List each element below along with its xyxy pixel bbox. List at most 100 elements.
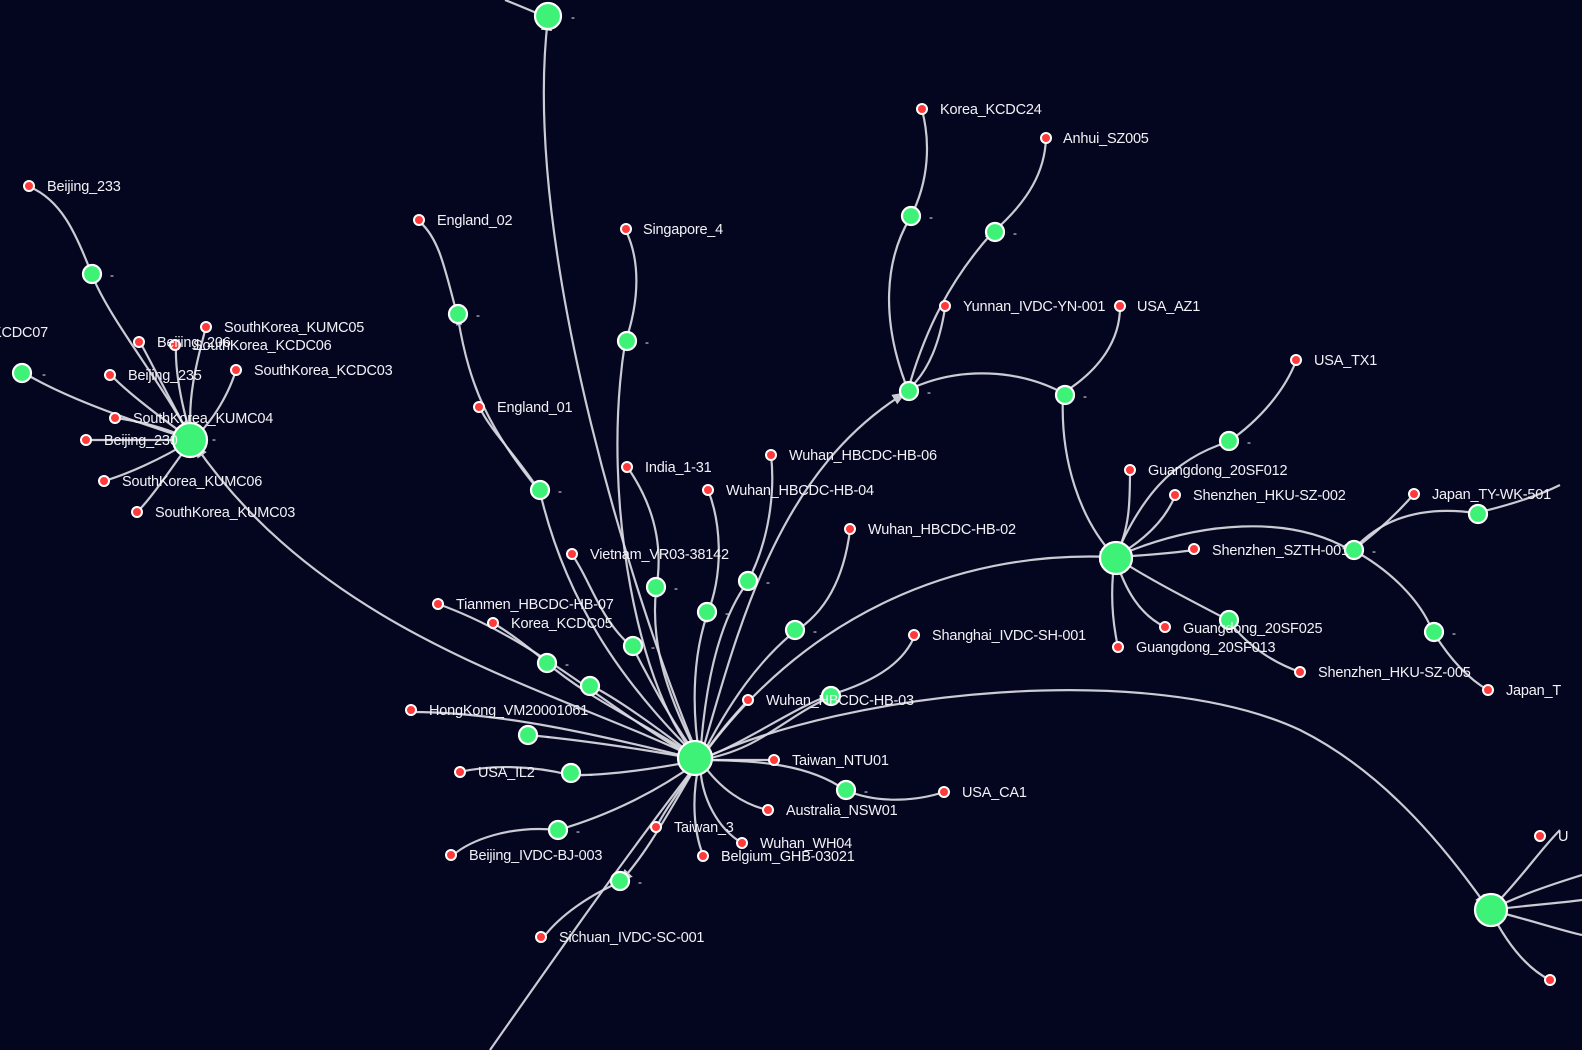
hub-node[interactable] (1467, 503, 1489, 525)
leaf-node[interactable] (98, 475, 110, 487)
leaf-node[interactable] (650, 821, 662, 833)
leaf-node[interactable] (916, 103, 928, 115)
node-label: Japan_TY-WK-501 (1432, 487, 1551, 503)
node-label: SouthKorea_KCDC06 (193, 338, 332, 354)
leaf-node[interactable] (768, 754, 780, 766)
leaf-node[interactable] (1294, 666, 1306, 678)
edge (545, 661, 701, 761)
leaf-node[interactable] (473, 401, 485, 413)
node-label: Shanghai_IVDC-SH-001 (932, 628, 1086, 644)
leaf-node[interactable] (487, 617, 499, 629)
leaf-node[interactable] (169, 339, 181, 351)
leaf-node[interactable] (104, 369, 116, 381)
leaf-node[interactable] (413, 214, 425, 226)
hub-node[interactable] (984, 221, 1006, 243)
leaf-node[interactable] (566, 548, 578, 560)
leaf-node[interactable] (702, 484, 714, 496)
leaf-node[interactable] (620, 223, 632, 235)
hub-node-guangdong[interactable] (1098, 540, 1134, 576)
hub-node[interactable] (737, 570, 759, 592)
leaf-node[interactable] (938, 786, 950, 798)
edge (705, 489, 720, 616)
hub-node-southkorea[interactable] (171, 421, 209, 459)
leaf-node[interactable] (1534, 830, 1546, 842)
leaf-node[interactable] (1124, 464, 1136, 476)
hub-node[interactable] (1054, 384, 1076, 406)
leaf-node[interactable] (109, 412, 121, 424)
leaf-node[interactable] (1188, 543, 1200, 555)
hub-node[interactable] (536, 652, 558, 674)
leaf-node[interactable] (1408, 488, 1420, 500)
node-label: Wuhan_HBCDC-HB-06 (789, 448, 937, 464)
leaf-node[interactable] (432, 598, 444, 610)
leaf-node[interactable] (697, 850, 709, 862)
node-label: Beijing_IVDC-BJ-003 (469, 848, 602, 864)
leaf-node[interactable] (742, 694, 754, 706)
hub-node[interactable] (900, 205, 922, 227)
leaf-node[interactable] (939, 300, 951, 312)
edge (844, 788, 945, 801)
leaf-node[interactable] (1169, 489, 1181, 501)
edge (538, 491, 701, 761)
hub-node[interactable] (898, 380, 920, 402)
hub-node[interactable] (447, 303, 469, 325)
leaf-node[interactable] (454, 766, 466, 778)
leaf-node[interactable] (1114, 300, 1126, 312)
leaf-node[interactable] (908, 629, 920, 641)
hub-node[interactable] (835, 779, 857, 801)
leaf-node[interactable] (535, 931, 547, 943)
hub-node-main[interactable] (676, 739, 714, 777)
node-label: Beijing_230 (104, 433, 178, 449)
hub-node[interactable] (560, 762, 582, 784)
dash-mark: - (1247, 435, 1251, 449)
node-labels: Korea_KCDC24 Anhui_SZ005 Beijing_233 Eng… (0, 102, 1568, 946)
hub-node[interactable] (579, 675, 601, 697)
edge (1062, 306, 1122, 394)
leaf-node[interactable] (80, 434, 92, 446)
hub-node[interactable] (645, 576, 667, 598)
hub-node-top[interactable] (533, 1, 563, 31)
hub-node-right-bottom[interactable] (1473, 892, 1509, 928)
hub-node[interactable] (11, 362, 33, 384)
leaf-node[interactable] (1290, 354, 1302, 366)
node-label: U (1558, 829, 1568, 845)
leaf-node[interactable] (736, 837, 748, 849)
hub-node[interactable] (517, 724, 539, 746)
hub-node[interactable] (1218, 430, 1240, 452)
hub-node[interactable] (820, 685, 842, 707)
leaf-node[interactable] (1544, 974, 1556, 986)
hub-node[interactable] (547, 819, 569, 841)
leaf-node[interactable] (762, 804, 774, 816)
leaf-node[interactable] (131, 506, 143, 518)
hub-node[interactable] (529, 479, 551, 501)
hub-node[interactable] (1218, 609, 1240, 631)
leaf-node[interactable] (844, 523, 856, 535)
hub-node[interactable] (784, 619, 806, 641)
node-label: USA_CA1 (962, 785, 1027, 801)
node-label: Shenzhen_SZTH-001 (1212, 543, 1349, 559)
leaf-node[interactable] (200, 321, 212, 333)
leaf-node[interactable] (1159, 621, 1171, 633)
hub-node[interactable] (609, 870, 631, 892)
hub-node[interactable] (1343, 539, 1365, 561)
hub-node[interactable] (81, 263, 103, 285)
hub-node[interactable] (696, 601, 718, 623)
hub-node[interactable] (1423, 621, 1445, 643)
leaf-node[interactable] (1482, 684, 1494, 696)
leaf-node[interactable] (23, 180, 35, 192)
leaf-node[interactable] (230, 364, 242, 376)
node-label: Beijing_235 (128, 368, 202, 384)
leaf-node[interactable] (1040, 132, 1052, 144)
leaf-node[interactable] (765, 449, 777, 461)
node-label: Taiwan_3 (674, 820, 734, 836)
dash-mark: - (1452, 626, 1456, 640)
leaf-node[interactable] (405, 704, 417, 716)
leaf-node[interactable] (621, 461, 633, 473)
hub-node[interactable] (622, 635, 644, 657)
hub-node[interactable] (616, 330, 638, 352)
leaf-node[interactable] (445, 849, 457, 861)
leaf-node[interactable] (1112, 641, 1124, 653)
leaf-node[interactable] (133, 336, 145, 348)
dash-mark: - (42, 367, 46, 381)
